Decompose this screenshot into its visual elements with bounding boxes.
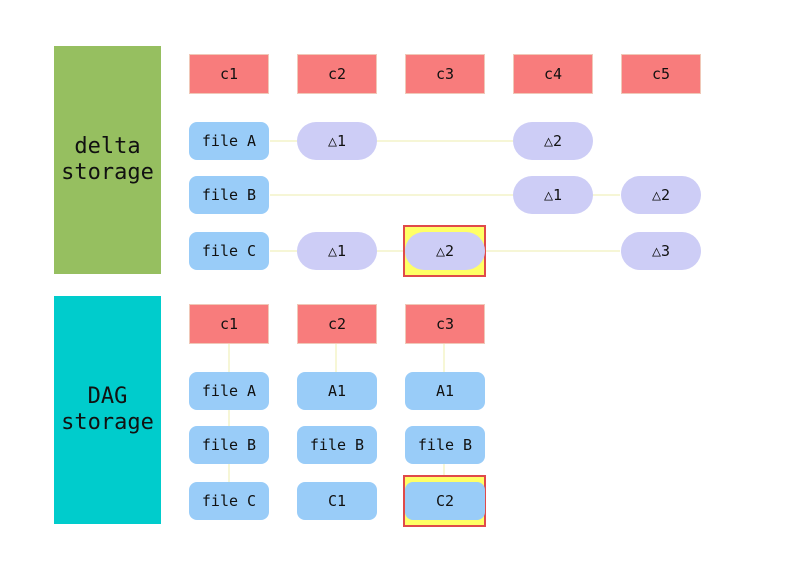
delta-a-c2: △1: [297, 122, 377, 160]
delta-a-c4: △2: [513, 122, 593, 160]
dag-commit-c3: c3: [405, 304, 485, 344]
delta-b-c5: △2: [621, 176, 701, 214]
dag-c3-file-a: A1: [405, 372, 485, 410]
delta-commit-c4: c4: [513, 54, 593, 94]
dag-c3-file-b: file B: [405, 426, 485, 464]
dag-c2-file-b: file B: [297, 426, 377, 464]
dag-commit-c1: c1: [189, 304, 269, 344]
delta-b-c4: △1: [513, 176, 593, 214]
dag-c2-file-a: A1: [297, 372, 377, 410]
delta-file-b: file B: [189, 176, 269, 214]
dag-c1-file-b: file B: [189, 426, 269, 464]
delta-commit-c1: c1: [189, 54, 269, 94]
delta-c-c3: △2: [405, 232, 485, 270]
dag-c3-file-c: C2: [405, 482, 485, 520]
delta-commit-c2: c2: [297, 54, 377, 94]
dag-storage-label: DAG storage: [54, 296, 161, 524]
dag-c2-file-c: C1: [297, 482, 377, 520]
dag-c1-file-c: file C: [189, 482, 269, 520]
delta-storage-label: delta storage: [54, 46, 161, 274]
delta-commit-c5: c5: [621, 54, 701, 94]
delta-commit-c3: c3: [405, 54, 485, 94]
dag-commit-c2: c2: [297, 304, 377, 344]
delta-file-c: file C: [189, 232, 269, 270]
delta-c-c5: △3: [621, 232, 701, 270]
delta-file-a: file A: [189, 122, 269, 160]
dag-c1-file-a: file A: [189, 372, 269, 410]
delta-c-c2: △1: [297, 232, 377, 270]
